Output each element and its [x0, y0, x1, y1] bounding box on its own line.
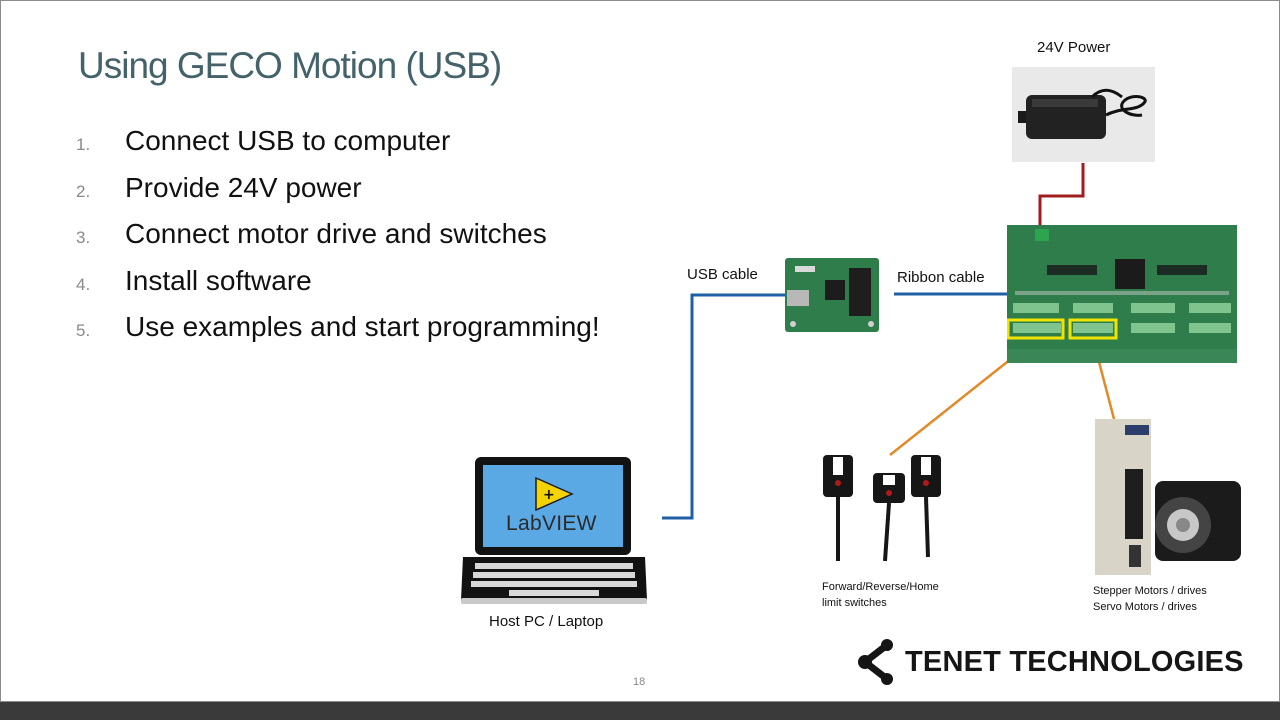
- svg-text:+: +: [543, 487, 555, 503]
- step-text: Connect motor drive and switches: [125, 218, 547, 249]
- step-number: 5.: [76, 321, 91, 340]
- step-text: Install software: [125, 264, 312, 296]
- list-item: 2. Provide 24V power: [76, 172, 600, 219]
- step-text: Provide 24V power: [125, 171, 362, 203]
- motor-drive-image: [1095, 419, 1241, 575]
- switches-label-line2: limit switches: [822, 597, 887, 609]
- list-item: 4. Install software: [76, 265, 600, 312]
- steps-list: 1. Connect USB to computer 2. Provide 24V …: [76, 125, 600, 358]
- company-logo-text: TENET TECHNOLOGIES: [905, 646, 1244, 678]
- step-number: 3.: [76, 228, 91, 247]
- power-supply-image: [1012, 67, 1155, 162]
- labview-text: LabVIEW: [506, 512, 597, 535]
- step-text: Use examples and start programming!: [125, 311, 600, 342]
- slide-title: Using GECO Motion (USB): [78, 45, 502, 86]
- tenet-logo-icon: [858, 639, 893, 685]
- labview-logo-icon: +: [535, 476, 574, 512]
- step-text: Connect USB to computer: [125, 125, 451, 156]
- usb-cable-label: USB cable: [687, 266, 758, 283]
- list-item: 5. Use examples and start programming!: [76, 311, 600, 358]
- limit-switches-image: [823, 455, 941, 562]
- ribbon-cable-label: Ribbon cable: [897, 269, 985, 286]
- usb-board-image: [785, 258, 879, 332]
- host-pc-label: Host PC / Laptop: [489, 613, 604, 630]
- laptop-keyboard: [471, 563, 637, 596]
- switches-label-line1: Forward/Reverse/Home: [822, 581, 939, 593]
- motors-label-line1: Stepper Motors / drives: [1093, 585, 1207, 597]
- switches-label: Forward/Reverse/Home limit switches: [822, 579, 939, 611]
- step-number: 2.: [76, 181, 91, 201]
- power-label: 24V Power: [1037, 39, 1111, 56]
- motors-label-line2: Servo Motors / drives: [1093, 601, 1197, 613]
- footer-bar: [0, 702, 1280, 720]
- step-number: 4.: [76, 274, 91, 294]
- motors-label: Stepper Motors / drives Servo Motors / d…: [1093, 583, 1207, 615]
- step-number: 1.: [76, 135, 91, 154]
- page-number: 18: [633, 676, 646, 688]
- list-item: 3. Connect motor drive and switches: [76, 218, 600, 265]
- geco-board-image: [1007, 225, 1237, 363]
- list-item: 1. Connect USB to computer: [76, 125, 600, 172]
- usb-cable-line: [662, 293, 789, 520]
- slide: Using GECO Motion (USB) 1. Connect USB to…: [0, 0, 1280, 702]
- power-cable-line: [1038, 163, 1085, 231]
